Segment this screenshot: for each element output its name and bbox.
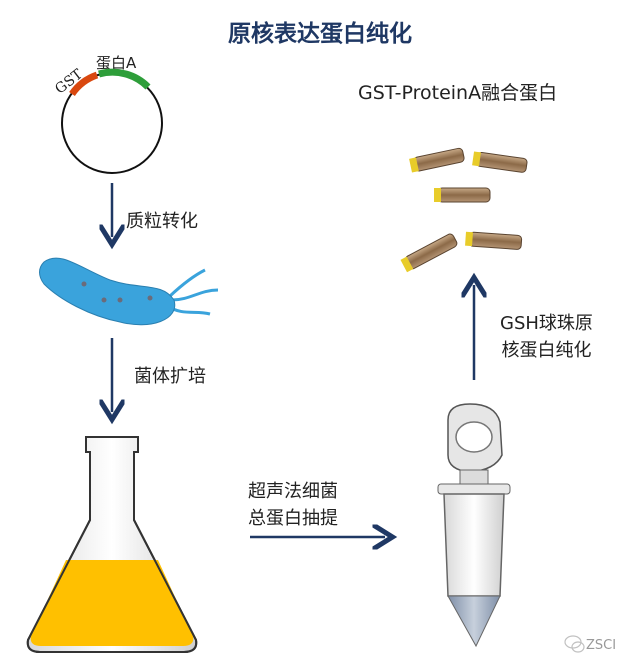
fusion-protein-1 <box>409 147 465 173</box>
step-extract-line2: 总蛋白抽提 <box>248 508 338 529</box>
spin-column-icon <box>437 403 511 648</box>
fusion-protein-2 <box>472 151 528 173</box>
fusion-protein-5 <box>465 231 523 250</box>
fusion-protein-icons <box>400 147 528 273</box>
step-plasmid-transformation: 质粒转化 <box>126 211 198 232</box>
fusion-protein-label: GST-ProteinA融合蛋白 <box>358 82 558 104</box>
fusion-protein-4 <box>400 233 458 273</box>
bacterium-icon <box>39 257 219 326</box>
step-purify-line1: GSH球珠原 <box>500 313 593 334</box>
proteina-segment <box>98 68 151 90</box>
diagram-title: 原核表达蛋白纯化 <box>228 21 412 47</box>
fusion-protein-3 <box>434 187 491 203</box>
wechat-watermark-icon <box>564 635 585 653</box>
proteina-segment-label: 蛋白A <box>96 54 137 72</box>
culture-liquid <box>30 560 194 646</box>
watermark-text: ZSCI <box>586 638 617 653</box>
step-gsh-purification: GSH球珠原 核蛋白纯化 <box>500 310 593 364</box>
step-protein-extraction: 超声法细菌 总蛋白抽提 <box>248 478 338 532</box>
plasmid-icon <box>61 68 163 174</box>
erlenmeyer-flask-icon <box>26 436 198 653</box>
gst-segment <box>69 71 99 97</box>
step-extract-line1: 超声法细菌 <box>248 481 338 502</box>
step-purify-line2: 核蛋白纯化 <box>501 340 592 361</box>
step-culture-expansion: 菌体扩培 <box>134 366 206 387</box>
